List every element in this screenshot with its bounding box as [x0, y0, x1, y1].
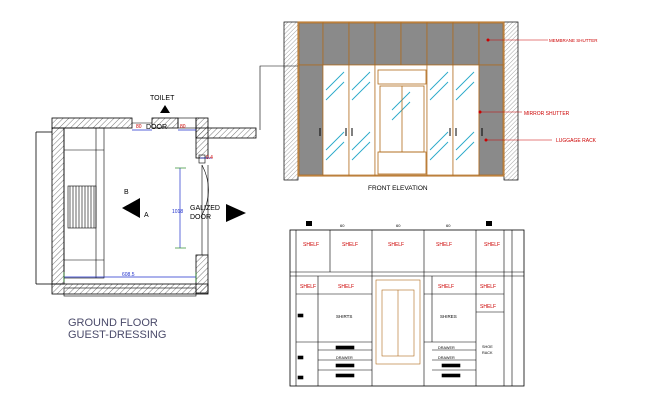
fe-wall-left	[283, 21, 299, 181]
fe-shutter-row	[298, 64, 504, 176]
dim-width-text: 608.5	[122, 272, 135, 278]
fe-callouts: MEMBRANE SHUTTER MIRROR SHUTTER LUGGAGE …	[478, 38, 598, 144]
shoe-rack-label-1: SHOE	[482, 345, 493, 349]
marker-b: B	[124, 189, 129, 196]
fe-left-bracket	[259, 65, 298, 130]
fe-center-unit	[377, 69, 427, 175]
callout-rack-text: LUGGAGE RACK	[556, 138, 597, 144]
shelf-label: SHELF	[338, 284, 354, 290]
dim-door-right-text: 80	[180, 124, 186, 130]
door-label: DOOR	[146, 124, 167, 131]
floor-plan: 608.5 1018 80 80 0.4 TOILET DOOR GALIZED…	[35, 95, 257, 341]
plan-title-line1: GROUND FLOOR	[68, 317, 158, 329]
plan-walls	[35, 117, 257, 295]
section-arrow-icon	[226, 204, 246, 222]
shelf-label: SHELF	[484, 242, 500, 248]
shirts-left-label: SHIRTS	[336, 314, 352, 319]
inner-elevation: 60 60 60 SHELF SHELF SHELF SHELF SHELF S…	[289, 221, 525, 387]
dim-height-text: 1018	[172, 209, 183, 215]
ie-top-mark-3: 60	[446, 223, 451, 228]
plan-wardrobe	[63, 127, 197, 297]
glazed-door-label-2: DOOR	[190, 214, 211, 221]
ie-shelf-labels: SHELF SHELF SHELF SHELF SHELF SHELF SHEL…	[300, 242, 500, 310]
drawer-label: DRAWER	[336, 356, 353, 360]
callout-membrane-text: MEMBRANE SHUTTER	[549, 38, 598, 43]
marker-a: A	[144, 212, 149, 219]
plan-door-symbols	[132, 117, 209, 255]
glazed-door-label-1: GALIZED	[190, 205, 220, 212]
ie-top-markers: 60 60 60	[306, 221, 492, 228]
shelf-label: SHELF	[436, 242, 452, 248]
ie-drawers	[297, 313, 476, 380]
toilet-arrow-icon	[160, 105, 170, 113]
plan-dimensions: 608.5 1018 80 80 0.4	[63, 124, 213, 282]
front-elevation-title: FRONT ELEVATION	[368, 185, 428, 192]
ie-top-mark-2: 60	[396, 223, 401, 228]
fe-mirror-glass	[325, 71, 475, 161]
fe-wall-right	[503, 21, 519, 181]
shelf-label: SHELF	[480, 304, 496, 310]
shelf-label: SHELF	[303, 242, 319, 248]
ie-top-mark-1: 60	[340, 223, 345, 228]
fe-handles	[319, 128, 483, 136]
shelf-label: SHELF	[300, 284, 316, 290]
shelf-label: SHELF	[480, 284, 496, 290]
front-elevation: MEMBRANE SHUTTER MIRROR SHUTTER LUGGAGE …	[259, 21, 598, 192]
shelf-label: SHELF	[388, 242, 404, 248]
marker-b-arrow-icon	[122, 198, 140, 218]
dim-small-text: 0.4	[206, 155, 213, 161]
drawer-label: DRAWER	[438, 356, 455, 360]
fe-membrane-row	[298, 22, 504, 66]
shelf-label: SHELF	[342, 242, 358, 248]
toilet-label: TOILET	[150, 95, 175, 102]
shoe-rack-label-2: RACK	[482, 351, 493, 355]
shelf-label: SHELF	[438, 284, 454, 290]
plan-title-line2: GUEST-DRESSING	[68, 329, 166, 341]
shirts-right-label: SHIRES	[440, 314, 457, 319]
dim-door-left-text: 80	[136, 124, 142, 130]
drawer-label: DRAWER	[438, 346, 455, 350]
callout-mirror-text: MIRROR SHUTTER	[524, 111, 570, 117]
